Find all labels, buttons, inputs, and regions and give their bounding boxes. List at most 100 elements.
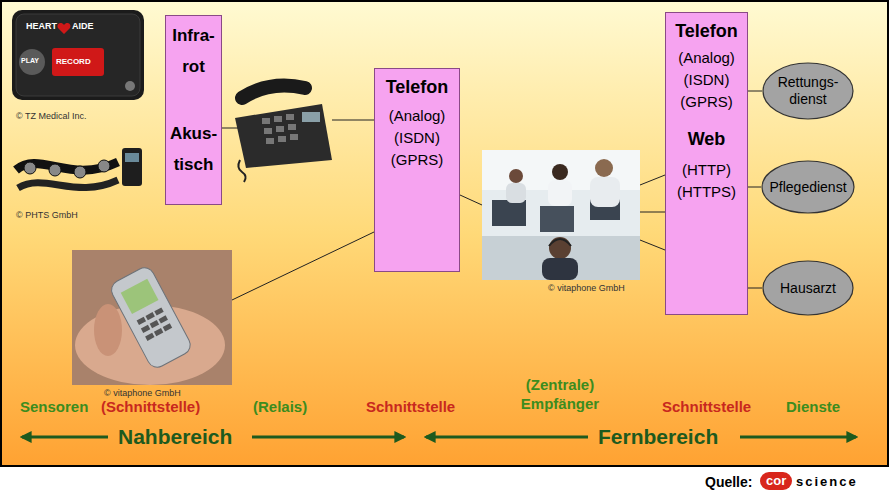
box-heading: Telefon xyxy=(668,19,745,43)
desk-telephone-part xyxy=(302,112,320,122)
ecg-recorder-device-part xyxy=(52,48,104,76)
label-slot: Fernbereich xyxy=(598,425,718,449)
box-text: (ISDN) xyxy=(377,127,457,149)
mobile-phone-photo-part-part xyxy=(108,264,194,370)
label-slot: © vitaphone GmbH xyxy=(104,388,181,399)
chest-belt-device-part xyxy=(18,180,118,188)
ecg-recorder-device-part xyxy=(125,81,135,91)
desk-telephone-part xyxy=(276,126,284,132)
call-center-photo-part xyxy=(548,180,572,206)
desk-telephone-part xyxy=(266,138,274,144)
mobile-phone-photo-part xyxy=(94,304,122,356)
ecg-recorder-device-part xyxy=(12,10,144,100)
mobile-phone-photo-part-part xyxy=(121,279,159,314)
leader-lines-part xyxy=(640,175,665,185)
call-center-photo-part xyxy=(549,239,571,246)
label-slot: Sensoren xyxy=(20,398,88,416)
interface-box: Telefon(Analog)(ISDN)(GPRS) xyxy=(374,68,460,272)
source-label: Quelle: xyxy=(705,474,752,491)
mobile-phone-photo-part-part xyxy=(154,307,163,315)
ecg-recorder-device-part xyxy=(19,49,45,75)
interface-box: Infra- rotAkus- tisch xyxy=(165,15,222,205)
mobile-phone-photo-part-part xyxy=(163,323,172,331)
logo-word: science xyxy=(796,474,858,490)
mobile-phone-photo-part-part xyxy=(141,325,150,333)
label-slot: AIDE xyxy=(72,21,94,32)
label-slot: © TZ Medical Inc. xyxy=(16,111,86,122)
image-credit: © vitaphone GmbH xyxy=(548,283,625,294)
desk-telephone-part xyxy=(286,114,294,120)
desk-telephone-part xyxy=(274,116,282,122)
desk-telephone-part xyxy=(262,118,270,124)
desk-telephone-part xyxy=(242,86,305,98)
connector-line xyxy=(748,91,762,92)
chest-belt-device-part xyxy=(98,160,110,172)
service-ellipse: Hausarzt xyxy=(762,260,854,316)
label-slot: Schnittstelle xyxy=(662,398,751,416)
range-arrows-part xyxy=(22,436,108,439)
box-heading: Telefon xyxy=(377,75,457,99)
connector-line xyxy=(748,288,762,289)
desk-telephone-part xyxy=(264,128,272,134)
label-slot: Dienste xyxy=(786,398,840,416)
stage-label: (Relais) xyxy=(253,398,307,416)
stage-label: Sensoren xyxy=(20,398,88,416)
desk-telephone-part xyxy=(238,160,245,182)
image-credit: © PHTS GmbH xyxy=(16,210,78,221)
desk-telephone xyxy=(235,86,332,182)
call-center-photo-part xyxy=(506,183,526,203)
mobile-phone-photo-part-part xyxy=(145,333,154,341)
box-text: (HTTP) xyxy=(668,159,745,181)
mobile-phone-photo-part-part xyxy=(150,320,159,328)
call-center-photo-part xyxy=(509,169,523,183)
box-text: (HTTPS) xyxy=(668,181,745,203)
box-text: (Analog) xyxy=(668,47,745,69)
range-arrows-part xyxy=(740,436,856,439)
box-text: Pflegedienst xyxy=(769,179,846,196)
box-heading: Akus- tisch xyxy=(168,118,219,180)
call-center-photo-part xyxy=(590,177,620,207)
ellipse-shape xyxy=(762,161,854,213)
gradient-panel xyxy=(1,1,888,466)
logo-mark: cor xyxy=(760,472,792,490)
box-text: (ISDN) xyxy=(668,69,745,91)
desk-telephone-part xyxy=(288,124,296,130)
stage-label: (Schnittstelle) xyxy=(101,398,200,416)
label-slot: Nahbereich xyxy=(118,425,232,449)
stage-label: Schnittstelle xyxy=(366,398,455,416)
range-label: Nahbereich xyxy=(118,425,232,449)
chest-belt-device-part xyxy=(74,166,86,178)
desk-telephone-part xyxy=(278,136,286,142)
mobile-phone-photo-part-part xyxy=(159,315,168,323)
label-slot: HEART xyxy=(26,21,57,32)
call-center-photo-part xyxy=(542,258,578,280)
label-slot: PLAY xyxy=(21,57,39,65)
ecg-recorder-device-part xyxy=(58,23,71,34)
ecg-recorder-device-part xyxy=(16,14,140,96)
leader-lines-part xyxy=(640,240,665,250)
label-slot: science xyxy=(796,474,858,490)
mobile-phone-photo-part-part xyxy=(145,312,154,320)
chest-belt-device-part xyxy=(122,148,142,186)
desk-telephone-part xyxy=(235,104,332,168)
box-text: (GPRS) xyxy=(377,149,457,171)
image-credit: © vitaphone GmbH xyxy=(104,388,181,399)
box-heading: Web xyxy=(668,127,745,151)
chest-belt-device xyxy=(16,148,142,188)
box-text: Rettungs- dienst xyxy=(768,74,848,108)
mobile-phone-photo-part xyxy=(72,250,232,385)
label-slot: © PHTS GmbH xyxy=(16,210,78,221)
box-text: (GPRS) xyxy=(668,91,745,113)
call-center-photo-part xyxy=(595,159,613,177)
call-center-photo-part xyxy=(492,200,526,226)
stage-label: (Zentrale) Empfänger xyxy=(505,375,615,413)
range-label: Fernbereich xyxy=(598,425,718,449)
mobile-phone-photo-part xyxy=(108,264,194,370)
call-center-photo xyxy=(482,150,640,280)
button-text: RECORD xyxy=(56,57,91,67)
service-ellipse: Pflegedienst xyxy=(761,160,855,214)
leader-lines-part xyxy=(232,232,374,300)
label-slot: Schnittstelle xyxy=(366,398,455,416)
label-slot: Quelle: xyxy=(705,474,752,491)
